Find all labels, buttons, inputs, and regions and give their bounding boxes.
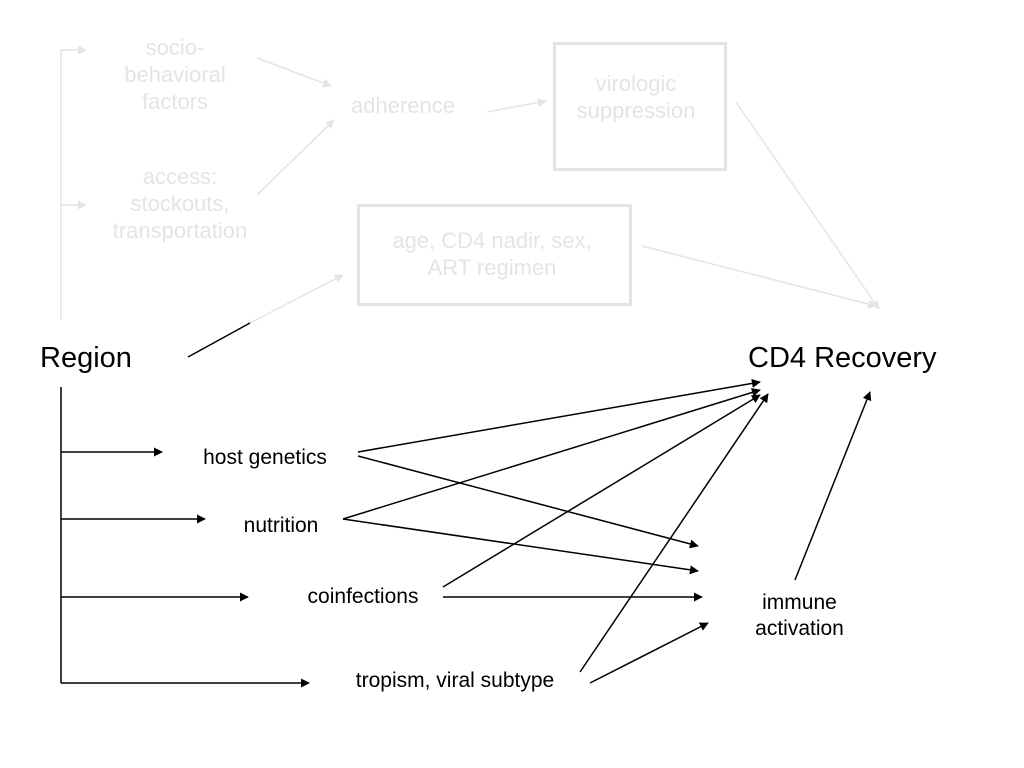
- arrow-coinfections-to-cd4: [442, 394, 761, 588]
- arrow-demographics-to-cd4: [641, 245, 877, 309]
- demographics-box: [357, 204, 632, 306]
- immune-activation-label: immune activation: [755, 591, 844, 640]
- arrow-virologic-to-cd4: [735, 101, 880, 310]
- demographics-label: age, CD4 nadir, sex, ART regimen: [392, 228, 592, 280]
- arrow-tropism-to-immune: [589, 622, 709, 684]
- arrow-region-to-demographics: [187, 322, 251, 358]
- region-label: Region: [40, 342, 132, 374]
- arrow-socio-to-adherence: [256, 57, 332, 88]
- access-label: access: stockouts, transportation: [112, 164, 248, 243]
- adherence-label: adherence: [351, 93, 455, 118]
- arrow-tropism-to-cd4: [579, 393, 769, 673]
- virologic-suppression-label: virologic suppression: [576, 71, 696, 123]
- arrow-host-genetics-to-immune: [357, 455, 699, 549]
- tropism-viral-subtype-label: tropism, viral subtype: [355, 669, 555, 692]
- arrow-nutrition-to-cd4: [342, 388, 761, 520]
- arrow-immune-to-cd4: [794, 391, 872, 581]
- virologic-suppression-box: [553, 42, 727, 171]
- arrow-access-to-adherence: [256, 119, 335, 196]
- coinfections-label: coinfections: [307, 585, 419, 608]
- cd4-recovery-label: CD4 Recovery: [748, 342, 937, 374]
- host-genetics-label: host genetics: [203, 446, 327, 469]
- arrow-region-to-demographics-faded: [249, 274, 344, 324]
- nutrition-label: nutrition: [243, 514, 319, 537]
- arrow-host-genetics-to-cd4: [357, 378, 761, 453]
- socio-behavioral-factors-label: socio- behavioral factors: [124, 35, 226, 114]
- arrow-adherence-to-virologic: [486, 98, 547, 113]
- arrow-nutrition-to-immune: [342, 518, 699, 575]
